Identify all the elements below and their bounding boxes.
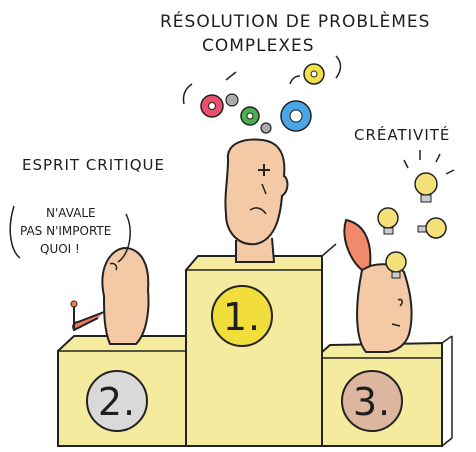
medal-second-label: 2. <box>98 380 136 424</box>
head-third <box>343 218 413 353</box>
gear-icon <box>280 100 312 132</box>
head-second <box>70 246 150 345</box>
speech-line-3: QUOI ! <box>40 242 80 256</box>
bulbs <box>377 150 455 239</box>
label-right: CRÉATIVITÉ <box>354 126 451 144</box>
speech-bubble-right <box>117 213 131 263</box>
speech-line-2: PAS N'IMPORTE <box>20 224 112 238</box>
bulb-icon <box>385 251 407 279</box>
podium-first-block <box>185 255 323 447</box>
medal-third: 3. <box>341 370 403 432</box>
medal-second: 2. <box>86 370 148 432</box>
medal-first-label: 1. <box>223 295 261 339</box>
speech-line-1: N'AVALE <box>46 206 96 220</box>
bulb-icon <box>377 207 399 235</box>
gears <box>182 55 342 134</box>
medal-third-label: 3. <box>353 380 391 424</box>
medal-first: 1. <box>211 285 273 347</box>
label-left: ESPRIT CRITIQUE <box>22 156 165 174</box>
gear-icon <box>200 94 224 118</box>
bulb-icon <box>414 172 438 203</box>
bulb-icon <box>417 217 447 239</box>
gear-icon <box>260 122 272 134</box>
head-first <box>224 138 289 263</box>
gear-icon <box>240 106 260 126</box>
title-line-2: COMPLEXES <box>202 36 315 56</box>
speech-bubble-left <box>9 205 21 259</box>
gear-icon <box>303 63 325 85</box>
gear-icon <box>225 93 239 107</box>
title-line-1: RÉSOLUTION DE PROBLÈMES <box>160 12 431 32</box>
